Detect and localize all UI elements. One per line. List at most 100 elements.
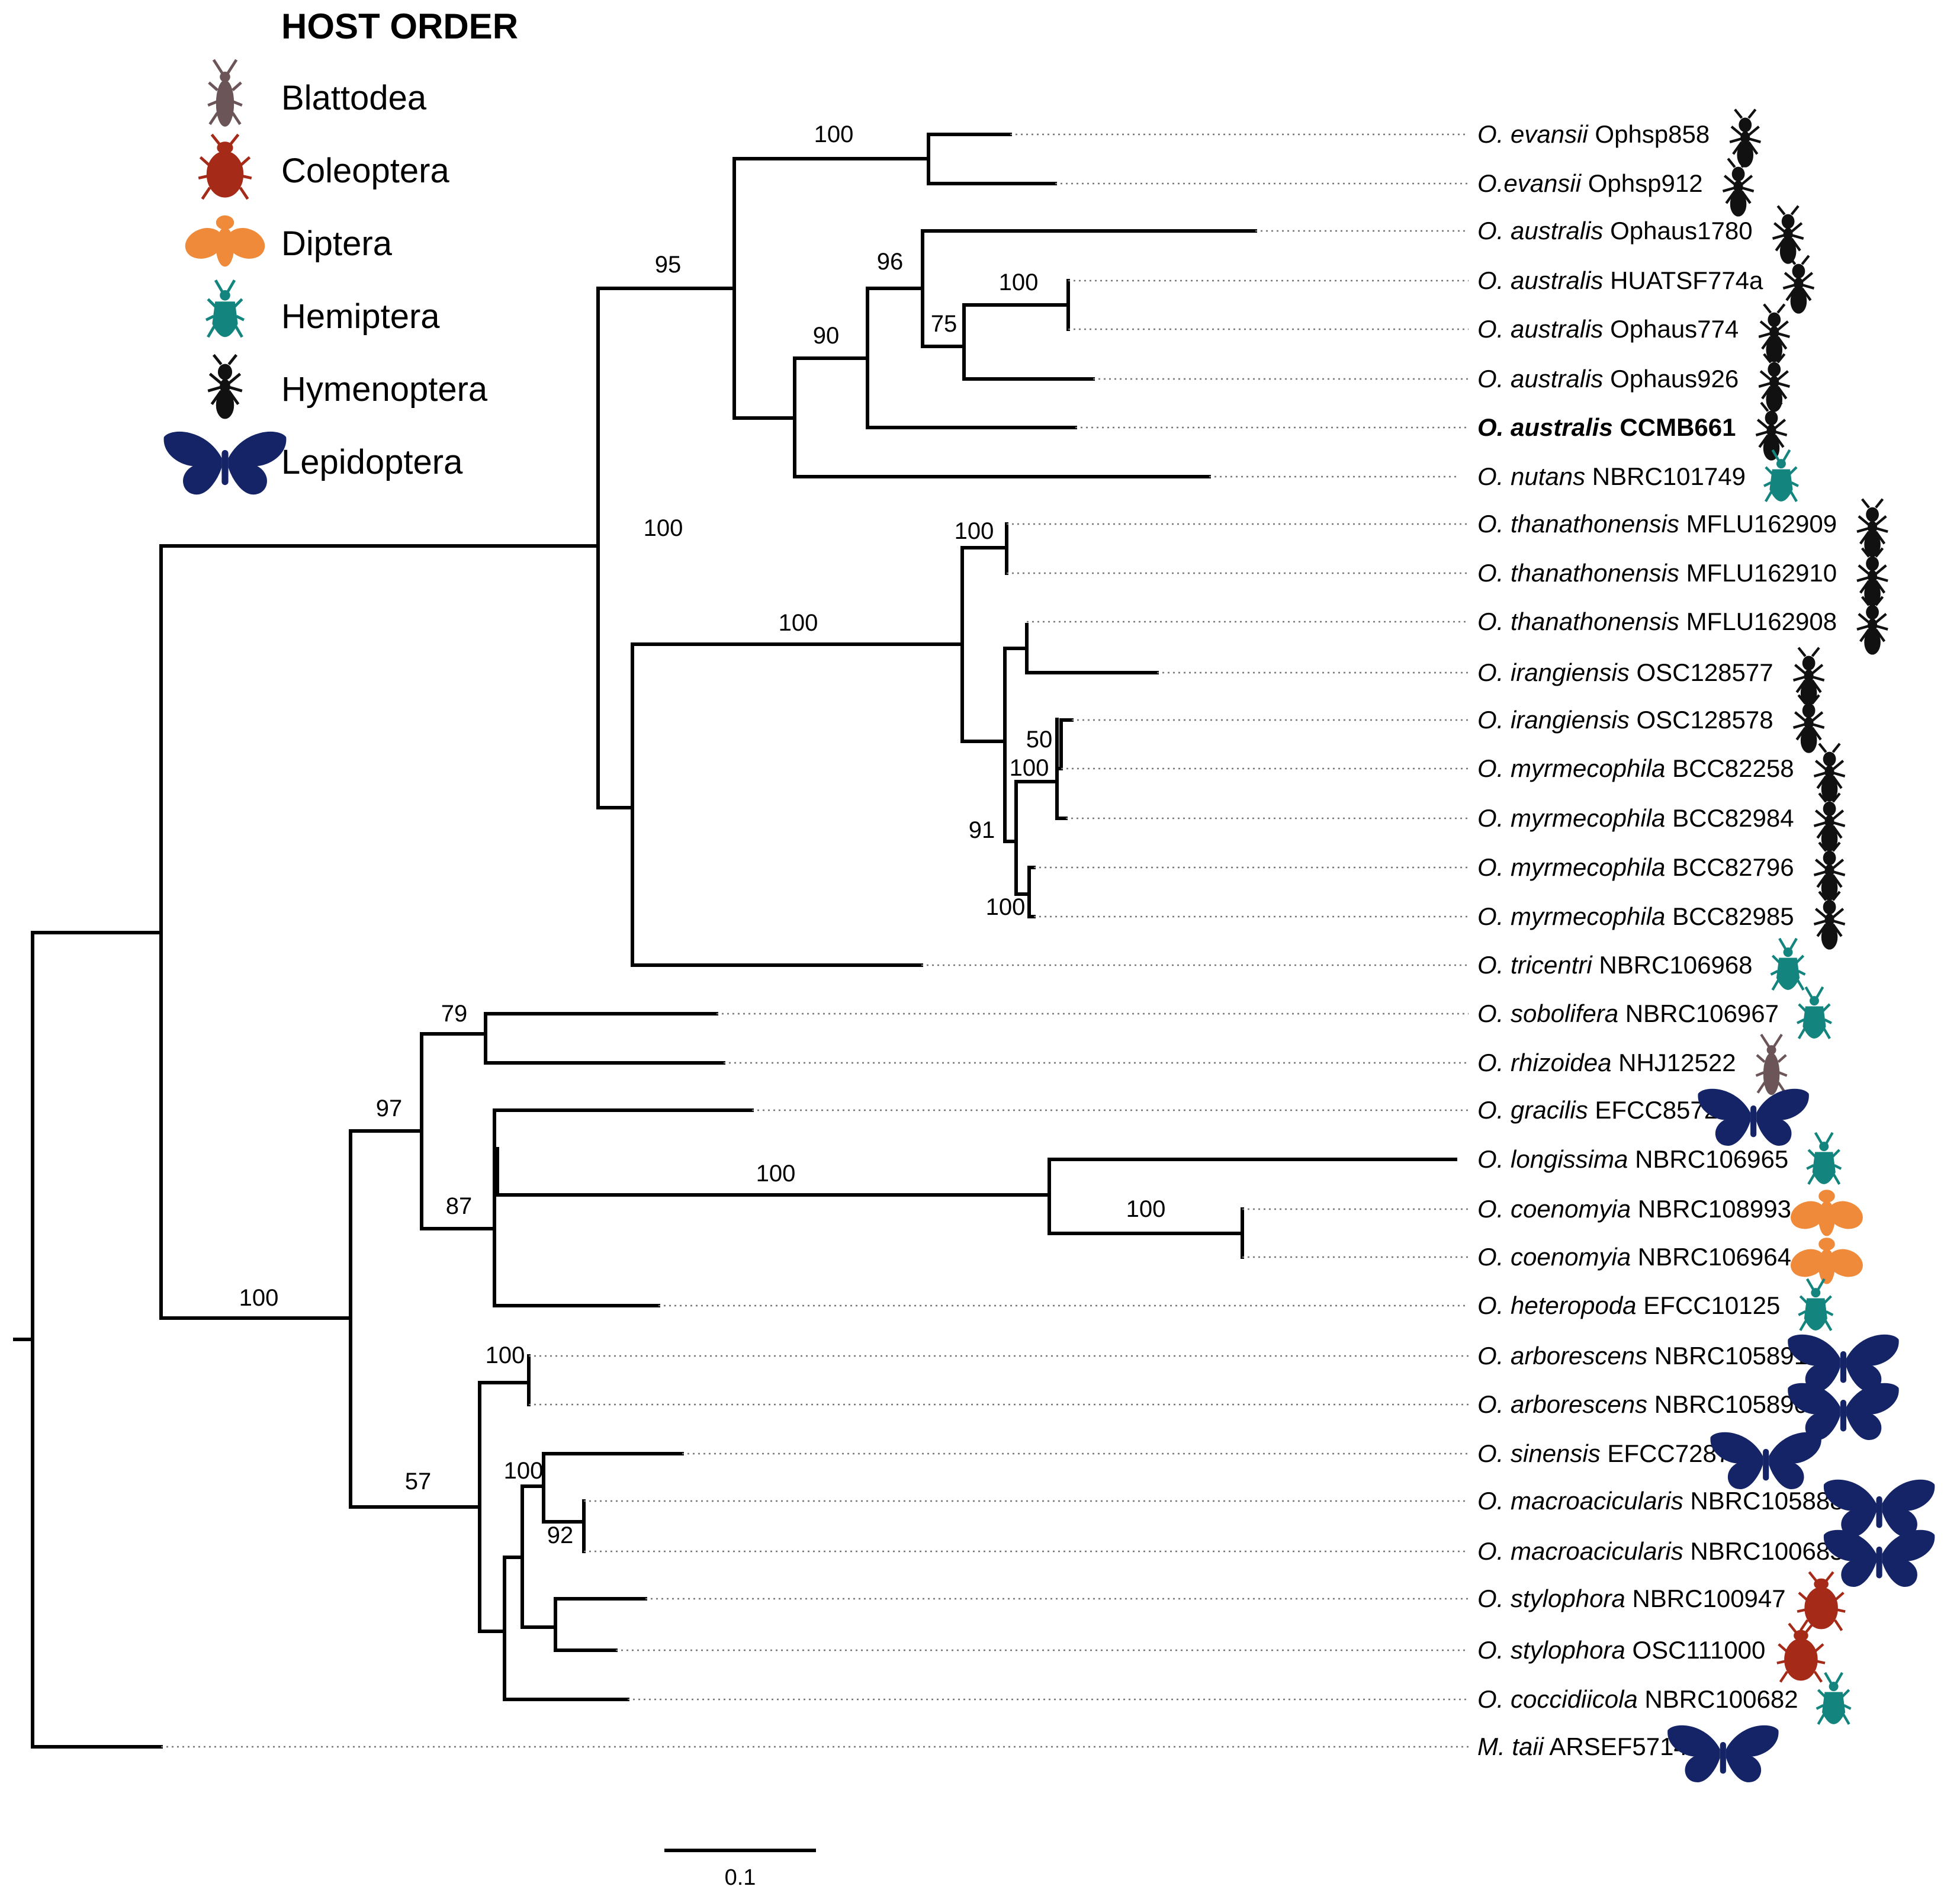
- lepidoptera-icon: [1823, 1529, 1935, 1588]
- hemiptera-icon: [1807, 1133, 1841, 1184]
- taxon-strain: CCMB661: [1613, 413, 1736, 441]
- tree-branches: [13, 133, 1457, 1749]
- support-value: 75: [931, 311, 957, 337]
- taxon-label: O. stylophora OSC111000: [1477, 1636, 1765, 1664]
- support-value: 95: [655, 252, 682, 278]
- hemiptera-icon: [1797, 987, 1832, 1039]
- taxon-label: O. nutans NBRC101749: [1477, 462, 1746, 490]
- taxon-species: O. coenomyia: [1477, 1195, 1631, 1223]
- branch: [493, 1158, 1051, 1197]
- taxon-species: O. myrmecophila: [1477, 754, 1665, 782]
- taxon-label: O. coenomyia NBRC106964: [1477, 1243, 1791, 1271]
- taxon-label: M. taii ARSEF5714: [1477, 1733, 1688, 1760]
- taxon-label: O. thanathonensis MFLU162909: [1477, 510, 1837, 538]
- branch: [554, 1597, 647, 1652]
- branch: [159, 544, 600, 1320]
- taxon-label: O. arborescens NBRC105891: [1477, 1342, 1808, 1370]
- taxon-species: O. macroacicularis: [1477, 1487, 1683, 1515]
- lepidoptera-icon: [1788, 1383, 1899, 1441]
- hymenoptera-icon: [1723, 159, 1753, 216]
- blattodea-icon: [208, 60, 242, 126]
- taxon-label: O. heteropoda EFCC10125: [1477, 1291, 1780, 1319]
- taxon-species: O. thanathonensis: [1477, 559, 1679, 587]
- branch: [927, 133, 1057, 185]
- taxon-strain: BCC82258: [1665, 754, 1794, 782]
- taxon-label: O. stylophora NBRC100947: [1477, 1585, 1786, 1612]
- lepidoptera-icon: [1710, 1432, 1821, 1490]
- taxon-label: O. arborescens NBRC105890: [1477, 1390, 1808, 1418]
- taxon-label: O. macroacicularis NBRC100685: [1477, 1537, 1844, 1565]
- taxon-label: O. irangiensis OSC128578: [1477, 706, 1773, 734]
- taxon-label: O.evansii Ophsp912: [1477, 169, 1703, 197]
- taxon-strain: NBRC106965: [1628, 1145, 1788, 1173]
- blattodea-icon: [1756, 1034, 1787, 1095]
- taxon-species: O. irangiensis: [1477, 706, 1630, 734]
- legend-label: Blattodea: [281, 79, 427, 117]
- support-value: 91: [969, 817, 995, 843]
- taxon-strain: HUATSF774a: [1603, 266, 1763, 294]
- support-value: 97: [376, 1095, 403, 1121]
- hymenoptera-icon: [1814, 744, 1845, 801]
- taxon-species: O. coenomyia: [1477, 1243, 1631, 1271]
- taxon-label: O. myrmecophila BCC82258: [1477, 754, 1794, 782]
- hymenoptera-icon: [1773, 206, 1804, 263]
- taxon-strain: NBRC106967: [1618, 1000, 1779, 1027]
- taxon-species: O. arborescens: [1477, 1342, 1647, 1370]
- branch: [596, 287, 736, 809]
- support-value: 100: [644, 515, 683, 541]
- hymenoptera-icon: [1814, 843, 1845, 900]
- hymenoptera-icon: [1759, 304, 1789, 362]
- taxon-label: O. australis CCMB661: [1477, 413, 1736, 441]
- taxon-strain: NBRC106964: [1631, 1243, 1791, 1271]
- support-value: 100: [504, 1458, 544, 1484]
- branch: [542, 1452, 684, 1524]
- support-value: 50: [1026, 727, 1053, 753]
- taxon-species: O. australis: [1477, 365, 1603, 393]
- hymenoptera-icon: [1783, 256, 1814, 313]
- taxon-strain: MFLU162908: [1679, 608, 1837, 635]
- hymenoptera-icon: [1857, 499, 1888, 557]
- taxon-species: O. arborescens: [1477, 1390, 1647, 1418]
- taxon-strain: OSC128577: [1630, 658, 1773, 686]
- branch: [1059, 718, 1074, 770]
- hymenoptera-icon: [1814, 793, 1845, 851]
- taxon-strain: MFLU162910: [1679, 559, 1837, 587]
- taxon-strain: NBRC100947: [1625, 1585, 1786, 1612]
- taxon-species: O.evansii: [1477, 169, 1582, 197]
- lepidoptera-icon: [163, 431, 287, 495]
- support-value: 96: [877, 249, 904, 275]
- branch: [478, 1381, 531, 1633]
- branch: [503, 1556, 629, 1701]
- legend-label: Hymenoptera: [281, 370, 488, 409]
- legend-title: HOST ORDER: [281, 7, 518, 46]
- branch: [520, 1484, 557, 1629]
- hymenoptera-icon: [1756, 403, 1787, 460]
- taxon-strain: NBRC108993: [1631, 1195, 1791, 1223]
- legend-label: Coleoptera: [281, 152, 449, 190]
- lepidoptera-icon: [1823, 1479, 1935, 1537]
- taxon-strain: NBRC105891: [1647, 1342, 1808, 1370]
- taxon-strain: Ophaus1780: [1603, 217, 1752, 245]
- taxon-species: O. stylophora: [1477, 1636, 1625, 1664]
- taxon-strain: EFCC10125: [1637, 1291, 1781, 1319]
- hymenoptera-icon: [1759, 354, 1789, 412]
- taxon-species: O. myrmecophila: [1477, 902, 1665, 930]
- taxon-label: O. sobolifera NBRC106967: [1477, 1000, 1779, 1027]
- taxon-strain: BCC82796: [1665, 853, 1794, 881]
- hymenoptera-icon: [1814, 892, 1845, 949]
- coleoptera-icon: [1797, 1572, 1845, 1631]
- taxon-strain: BCC82985: [1665, 902, 1794, 930]
- taxon-label: O. thanathonensis MFLU162908: [1477, 608, 1837, 635]
- taxon-species: O. irangiensis: [1477, 658, 1630, 686]
- branch: [31, 931, 163, 1749]
- taxon-label: O. longissima NBRC106965: [1477, 1145, 1788, 1173]
- taxon-strain: BCC82984: [1665, 804, 1794, 832]
- taxon-strain: Ophaus774: [1603, 315, 1739, 343]
- branch: [1014, 780, 1059, 896]
- branch: [732, 157, 930, 420]
- legend: HOST ORDER BlattodeaColeopteraDipteraHem…: [163, 7, 518, 495]
- taxon-strain: MFLU162909: [1679, 510, 1837, 538]
- taxon-strain: Ophaus926: [1603, 365, 1739, 393]
